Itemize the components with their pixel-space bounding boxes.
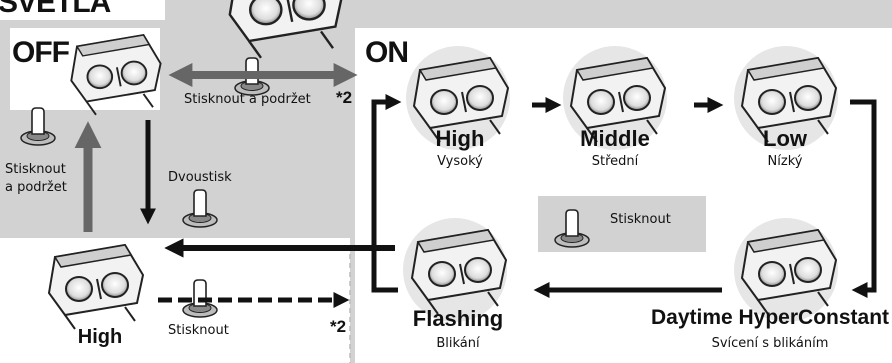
mode-daytime-image <box>734 218 838 322</box>
mode-middle-name: Middle <box>580 126 650 151</box>
standby-high-name: High <box>77 326 123 348</box>
on-title: ON <box>365 36 409 69</box>
mode-high-label: Vysoký <box>437 154 483 169</box>
flashing-to-high-arrow <box>371 93 402 293</box>
mode-flashing-image <box>403 218 507 322</box>
mode-low-label: Nízký <box>767 154 803 169</box>
mode-high-name: High <box>435 126 485 151</box>
mode-daytime-label: Svícení s blikáním <box>711 336 829 351</box>
press-legend-label: Stisknout <box>610 212 671 227</box>
standby-panel-box <box>0 238 350 363</box>
mode-low-image <box>734 46 838 150</box>
hold-top-note: *2 <box>336 88 353 107</box>
mode-flashing-name: Flashing <box>412 306 504 331</box>
off-title: OFF <box>12 36 70 69</box>
press-bottom-label: Stisknout <box>168 323 229 338</box>
mode-middle-image <box>563 46 667 150</box>
double-press-label: Dvoustisk <box>168 170 232 185</box>
hold-left-label-1: Stisknout <box>5 162 66 177</box>
header-title: SVĚTLA <box>0 0 111 19</box>
hold-top-label: Stisknout a podržet <box>184 92 311 107</box>
mode-middle-label: Střední <box>591 154 639 169</box>
mode-daytime-name: Daytime HyperConstant <box>650 306 890 329</box>
hold-left-label-2: a podržet <box>5 180 67 195</box>
mode-low-name: Low <box>763 126 807 151</box>
mode-high-image <box>406 46 510 150</box>
low-to-daytime-arrow <box>850 99 877 299</box>
press-bottom-note: *2 <box>330 317 347 336</box>
mode-flashing-label: Blikání <box>436 336 480 351</box>
